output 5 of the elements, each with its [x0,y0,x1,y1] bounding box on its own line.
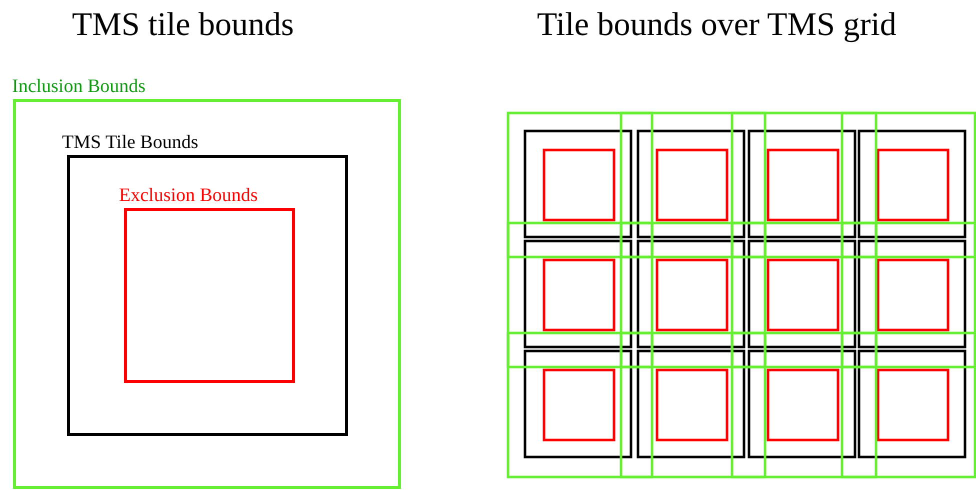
bounds-label: Exclusion Bounds [119,185,258,207]
bounds-label: Inclusion Bounds [12,76,146,98]
panel-heading: Tile bounds over TMS grid [537,6,896,44]
bounds-label: TMS Tile Bounds [62,132,198,154]
panel-heading: TMS tile bounds [72,6,294,44]
